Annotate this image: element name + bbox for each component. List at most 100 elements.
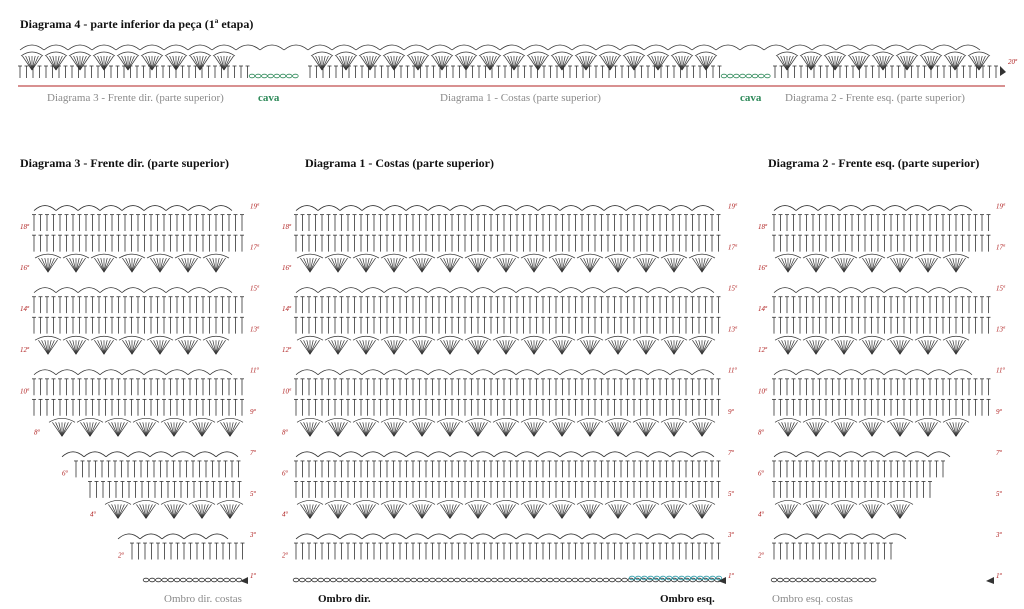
fan-shell-symbol bbox=[678, 55, 683, 71]
fan-shell-symbol bbox=[589, 257, 597, 273]
chain-stitch-symbol bbox=[466, 577, 473, 583]
chain-stitch-symbol bbox=[666, 575, 673, 581]
fan-shell-symbol bbox=[617, 258, 622, 273]
fan-shell-symbol bbox=[787, 422, 798, 437]
chain-arc-symbol bbox=[839, 533, 863, 540]
fan-shell-symbol bbox=[122, 340, 133, 355]
chain-arc-symbol bbox=[216, 500, 244, 505]
chain-arc-symbol bbox=[405, 451, 429, 458]
fan-shell-symbol bbox=[812, 258, 817, 273]
fan-shell-symbol bbox=[415, 257, 423, 273]
fan-shell-symbol bbox=[667, 504, 675, 519]
chain-arc-symbol bbox=[802, 417, 830, 423]
fan-shell-symbol bbox=[89, 422, 97, 437]
chain-arc-symbol bbox=[581, 451, 605, 458]
chain-arc-symbol bbox=[405, 205, 429, 211]
chain-arc-symbol bbox=[886, 500, 914, 505]
chain-stitch-symbol bbox=[720, 73, 728, 79]
fan-shell-symbol bbox=[103, 257, 114, 273]
fan-shell-symbol bbox=[151, 55, 159, 71]
chain-arc-symbol bbox=[171, 451, 195, 458]
fan-shell-symbol bbox=[328, 257, 339, 273]
chain-stitch-symbol bbox=[229, 577, 236, 583]
chain-arc-symbol bbox=[858, 500, 886, 505]
fan-shell-symbol bbox=[387, 504, 395, 519]
fan-shell-symbol bbox=[449, 422, 454, 437]
fan-shell-symbol bbox=[128, 340, 133, 355]
chain-stitch-symbol bbox=[235, 577, 243, 583]
chain-arc-symbol bbox=[165, 205, 189, 211]
fan-shell-symbol bbox=[474, 504, 479, 519]
fan-shell-symbol bbox=[949, 422, 957, 437]
fan-shell-symbol bbox=[46, 55, 57, 71]
fan-shell-symbol bbox=[505, 504, 513, 519]
chain-arc-symbol bbox=[604, 417, 632, 423]
fan-shell-symbol bbox=[552, 55, 563, 71]
chain-arc-symbol bbox=[632, 417, 660, 423]
fan-shell-symbol bbox=[159, 258, 164, 273]
fan-shell-symbol bbox=[418, 504, 423, 519]
fan-shell-symbol bbox=[946, 340, 957, 355]
chain-arc-symbol bbox=[193, 451, 217, 458]
start-arrow-icon bbox=[240, 577, 248, 584]
fan-shell-symbol bbox=[337, 340, 342, 355]
chain-arc-symbol bbox=[121, 205, 145, 211]
fan-shell-symbol bbox=[117, 422, 128, 437]
chain-stitch-symbol bbox=[758, 73, 765, 79]
chain-arc-symbol bbox=[209, 287, 233, 293]
fan-shell-symbol bbox=[527, 504, 535, 519]
fan-shell-symbol bbox=[66, 257, 77, 273]
fan-shell-symbol bbox=[645, 504, 656, 519]
chain-arc-symbol bbox=[99, 287, 123, 293]
fan-shell-symbol bbox=[462, 55, 467, 71]
chain-arc-symbol bbox=[187, 287, 211, 293]
chain-arc-symbol bbox=[625, 451, 649, 458]
fan-shell-symbol bbox=[412, 422, 423, 437]
fan-shell-symbol bbox=[561, 257, 569, 273]
chain-arc-symbol bbox=[324, 253, 352, 259]
fan-shell-symbol bbox=[978, 55, 986, 71]
fan-shell-symbol bbox=[576, 55, 587, 71]
fan-shell-symbol bbox=[927, 340, 938, 355]
fan-shell-symbol bbox=[582, 55, 587, 71]
row-number-label: 15ª bbox=[996, 285, 1006, 293]
chain-arc-symbol bbox=[188, 51, 212, 57]
fan-shell-symbol bbox=[223, 55, 228, 71]
chain-arc-symbol bbox=[427, 533, 451, 540]
fan-shell-symbol bbox=[173, 422, 184, 437]
fan-shell-symbol bbox=[699, 55, 707, 71]
fan-shell-symbol bbox=[882, 55, 890, 71]
fan-shell-symbol bbox=[670, 422, 675, 437]
chain-arc-symbol bbox=[67, 44, 93, 51]
fan-shell-symbol bbox=[608, 257, 619, 273]
fan-shell-symbol bbox=[167, 422, 175, 437]
fan-shell-symbol bbox=[558, 504, 563, 519]
fan-shell-symbol bbox=[94, 55, 105, 71]
fan-shell-symbol bbox=[705, 55, 716, 71]
chain-arc-symbol bbox=[625, 369, 649, 376]
chain-arc-symbol bbox=[405, 533, 429, 540]
chain-arc-symbol bbox=[773, 533, 797, 540]
fan-shell-symbol bbox=[212, 258, 217, 273]
chain-stitch-symbol bbox=[578, 577, 585, 583]
fan-shell-symbol bbox=[558, 340, 563, 355]
fan-shell-symbol bbox=[187, 340, 198, 355]
fan-shell-symbol bbox=[533, 340, 544, 355]
chain-stitch-symbol bbox=[635, 575, 642, 581]
chain-arc-symbol bbox=[548, 253, 576, 259]
fan-shell-symbol bbox=[705, 55, 710, 71]
fan-shell-symbol bbox=[533, 504, 538, 519]
chain-stitch-symbol bbox=[497, 577, 504, 583]
chain-stitch-symbol bbox=[826, 577, 833, 583]
fan-shell-symbol bbox=[209, 340, 217, 355]
chain-arc-symbol bbox=[942, 417, 970, 423]
fan-shell-symbol bbox=[449, 504, 454, 519]
row-number-label: 13ª bbox=[728, 326, 738, 334]
chain-stitch-symbol bbox=[367, 577, 374, 583]
chain-stitch-symbol bbox=[261, 73, 268, 79]
chain-arc-symbol bbox=[830, 335, 858, 341]
fan-shell-symbol bbox=[356, 504, 367, 519]
fan-shell-symbol bbox=[306, 504, 311, 519]
chain-arc-symbol bbox=[34, 253, 62, 259]
fan-shell-symbol bbox=[41, 340, 49, 355]
